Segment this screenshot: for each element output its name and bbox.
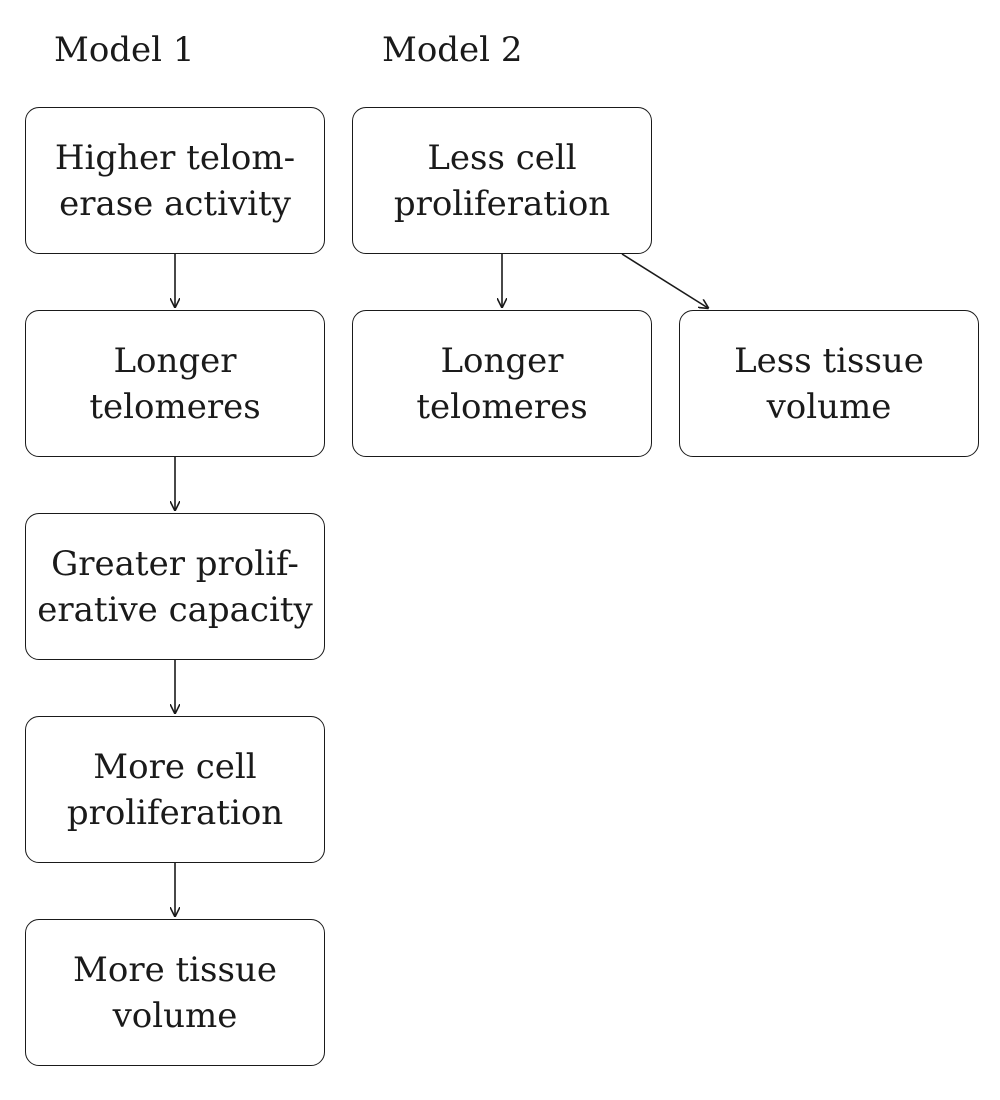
box-line: Less cell: [427, 137, 577, 178]
model-1-box-telomerase-activity: Higher telom- erase activity: [25, 107, 325, 254]
model-1-box-more-cell-proliferation: More cell proliferation: [25, 716, 325, 863]
arrow-m2-1-to-3: [621, 253, 708, 308]
box-line: erase activity: [59, 183, 291, 224]
box-line: Higher telom-: [54, 137, 296, 178]
box-line: volume: [766, 386, 892, 427]
model-2-box-less-tissue-volume: Less tissue volume: [679, 310, 979, 457]
box-line: telomeres: [89, 386, 261, 427]
model-2-title: Model 2: [382, 30, 523, 70]
box-line: Less tissue: [734, 340, 924, 381]
box-line: proliferation: [393, 183, 611, 224]
box-line: More tissue: [73, 949, 277, 990]
model-2-box-longer-telomeres: Longer telomeres: [352, 310, 652, 457]
model-1-box-more-tissue-volume: More tissue volume: [25, 919, 325, 1066]
box-line: telomeres: [416, 386, 588, 427]
box-line: proliferation: [66, 792, 284, 833]
model-1-box-proliferative-capacity: Greater prolif- erative capacity: [25, 513, 325, 660]
box-line: Greater prolif-: [51, 543, 299, 584]
model-2-box-less-cell-proliferation: Less cell proliferation: [352, 107, 652, 254]
model-1-title: Model 1: [54, 30, 195, 70]
box-line: erative capacity: [37, 589, 313, 630]
box-line: volume: [112, 995, 238, 1036]
model-1-box-longer-telomeres: Longer telomeres: [25, 310, 325, 457]
box-line: Longer: [440, 340, 564, 381]
box-line: Longer: [113, 340, 237, 381]
box-line: More cell: [93, 746, 257, 787]
